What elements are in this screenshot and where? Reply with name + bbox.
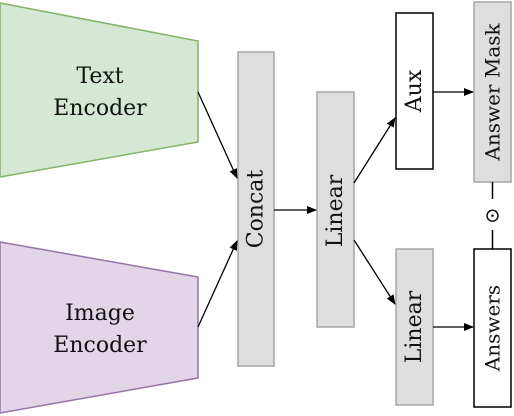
answer-mask-block: Answer Mask — [473, 1, 512, 183]
concat-block: Concat — [237, 51, 275, 367]
elementwise-product: ⊙ — [484, 182, 501, 249]
arrow-linear-to-linear-low — [353, 239, 396, 305]
image-encoder-label-line1: Image — [65, 301, 135, 326]
concat-box — [237, 51, 275, 367]
arrow-linear-to-aux — [353, 117, 396, 184]
answers-box — [473, 248, 512, 408]
text-encoder-label-line1: Text — [76, 64, 123, 89]
image-encoder-block: Image Encoder — [0, 241, 199, 414]
text-encoder-block: Text Encoder — [0, 2, 199, 178]
image-encoder-label-line2: Encoder — [53, 333, 147, 358]
answers-label: Answers — [481, 285, 505, 372]
linear-low-block: Linear — [395, 248, 434, 406]
arrows — [197, 88, 474, 331]
arrow-image-encoder-to-concat — [197, 240, 238, 328]
linear-mid-block: Linear — [316, 91, 355, 328]
aux-label: Aux — [402, 69, 427, 113]
arrow-text-encoder-to-concat — [197, 91, 238, 179]
aux-box — [395, 12, 434, 170]
linear-mid-box — [316, 91, 355, 328]
text-encoder-shape — [0, 2, 199, 178]
odot-symbol: ⊙ — [484, 203, 501, 227]
image-encoder-shape — [0, 241, 199, 414]
answers-block: Answers — [473, 248, 512, 408]
text-encoder-label-line2: Encoder — [53, 96, 147, 121]
answer-mask-label: Answer Mask — [481, 22, 505, 161]
concat-label: Concat — [244, 170, 269, 249]
linear-low-label: Linear — [402, 290, 427, 363]
linear-mid-label: Linear — [323, 174, 348, 247]
aux-block: Aux — [395, 12, 434, 170]
